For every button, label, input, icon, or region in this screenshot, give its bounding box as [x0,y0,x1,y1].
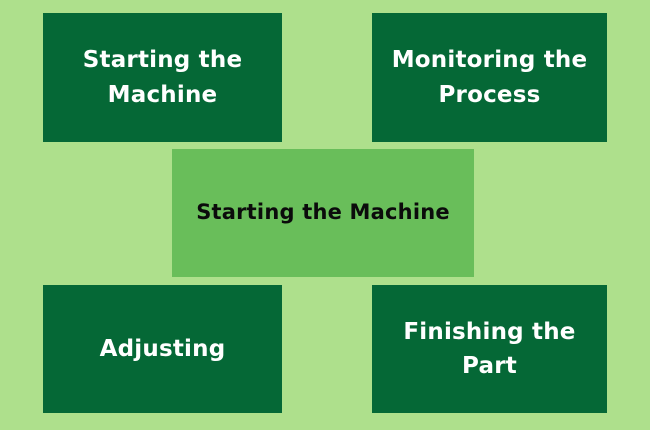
box-bottom-right-label: Finishing the Part [403,318,576,380]
box-top-right-label: Monitoring the Process [391,47,588,108]
box-bottom-right: Finishing the Part [372,285,607,413]
box-top-left-label: Starting the Machine [82,47,243,108]
box-bottom-left-label: Adjusting [99,335,226,362]
box-center-label: Starting the Machine [196,200,450,225]
box-bottom-left: Adjusting [43,285,282,413]
box-center: Starting the Machine [172,149,474,277]
box-top-right: Monitoring the Process [372,13,607,142]
box-top-left: Starting the Machine [43,13,282,142]
